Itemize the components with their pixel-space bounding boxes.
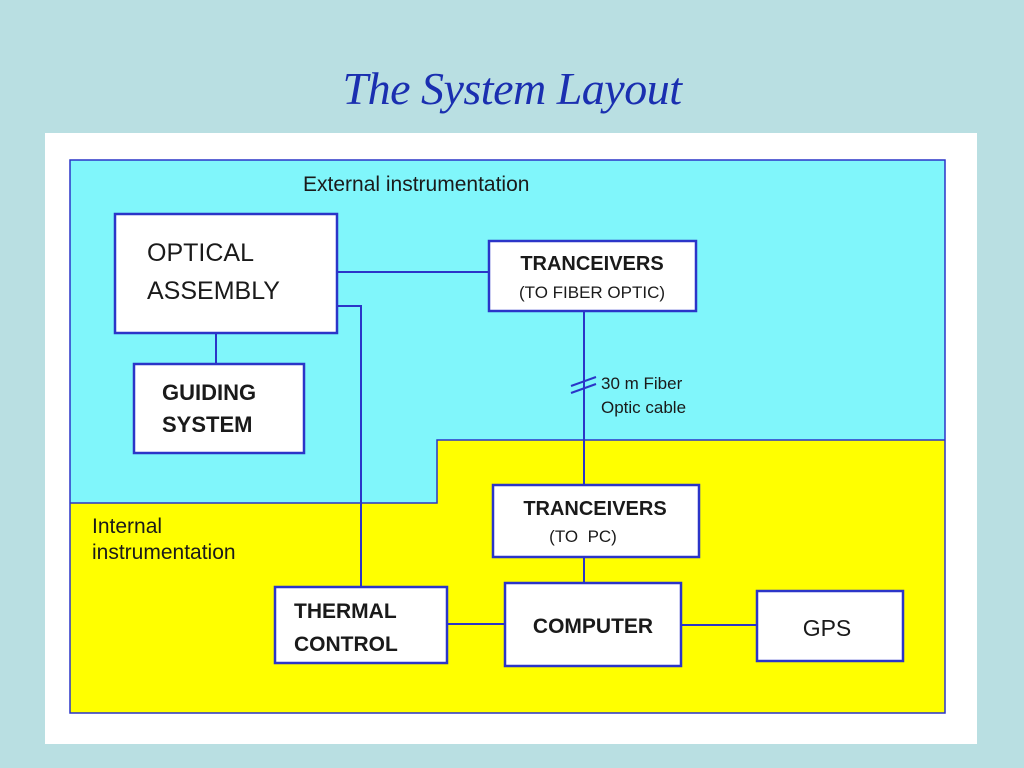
guiding-system-line1: GUIDING <box>162 380 256 405</box>
page-title: The System Layout <box>342 63 682 114</box>
internal-zone-label-line2: instrumentation <box>92 541 236 564</box>
fiber-cable-label-line2: Optic cable <box>601 398 686 417</box>
fiber-cable-label-line1: 30 m Fiber <box>601 374 683 393</box>
gps-label: GPS <box>803 615 852 641</box>
external-zone-label: External instrumentation <box>303 173 529 196</box>
computer-label: COMPUTER <box>533 615 653 638</box>
optical-assembly-line1: OPTICAL <box>147 239 254 267</box>
optical-assembly-line2: ASSEMBLY <box>147 277 280 305</box>
connector-optical-to-thermal <box>337 305 362 587</box>
system-layout-diagram: External instrumentation Internal instru… <box>69 159 946 714</box>
diagram-panel: External instrumentation Internal instru… <box>45 133 977 744</box>
thermal-control-line1: THERMAL <box>294 600 397 623</box>
thermal-control-box: THERMAL CONTROL <box>273 585 449 665</box>
gps-box: GPS <box>755 589 905 663</box>
internal-zone-label-line1: Internal <box>92 515 162 538</box>
zone-divider <box>70 439 945 504</box>
connectors <box>215 271 757 626</box>
tranceivers-fiber-line1: TRANCEIVERS <box>520 253 663 275</box>
guiding-system-line2: SYSTEM <box>162 412 252 437</box>
tranceivers-pc-line2: (TO PC) <box>549 527 617 546</box>
guiding-system-box: GUIDING SYSTEM <box>132 362 306 455</box>
tranceivers-fiber-line2: (TO FIBER OPTIC) <box>519 283 665 302</box>
tranceivers-pc-line1: TRANCEIVERS <box>523 498 666 520</box>
computer-box: COMPUTER <box>503 581 683 668</box>
fiber-break-mark <box>570 376 597 394</box>
tranceivers-pc-box: TRANCEIVERS (TO PC) <box>491 483 701 559</box>
tranceivers-fiber-box: TRANCEIVERS (TO FIBER OPTIC) <box>487 239 698 313</box>
zone-border <box>69 159 946 714</box>
optical-assembly-box: OPTICAL ASSEMBLY <box>113 212 339 335</box>
thermal-control-line2: CONTROL <box>294 633 398 656</box>
